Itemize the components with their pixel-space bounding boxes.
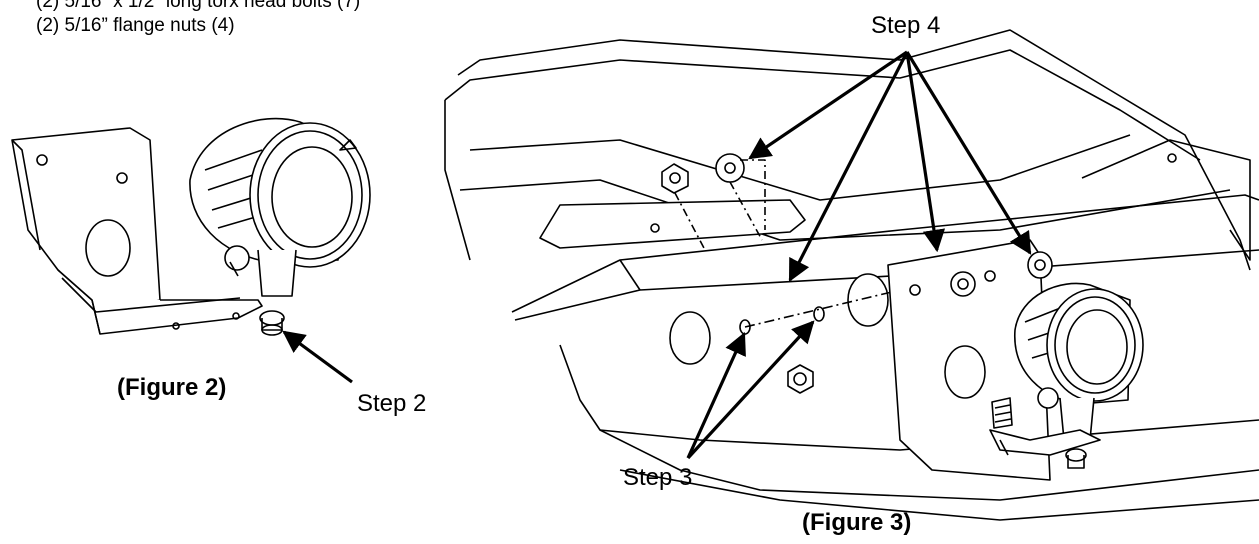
parts-list-item: (2) 5/16” flange nuts (4) — [36, 15, 235, 36]
step3-label: Step 3 — [623, 464, 693, 491]
leader-arrows — [282, 50, 1032, 460]
figure3-bumper-drawing — [444, 29, 1259, 521]
step2-label: Step 2 — [357, 390, 427, 417]
figure2-caption: (Figure 2) — [117, 374, 227, 401]
arrow-step3-a — [686, 331, 746, 459]
arrow-step3-b — [686, 320, 815, 460]
arrow-step4-b — [788, 51, 909, 282]
figure2-bracket-drawing — [11, 117, 371, 336]
arrow-step4-a — [748, 50, 908, 160]
arrow-step4-d — [905, 51, 1032, 255]
step4-label: Step 4 — [871, 12, 941, 39]
figure3-caption: (Figure 3) — [802, 509, 912, 536]
arrow-step4-c — [905, 51, 946, 253]
arrow-step2 — [282, 330, 353, 384]
parts-list: (2) 5/16” x 1/2” long torx head bolts (7… — [36, 0, 360, 38]
parts-list-item: (2) 5/16” x 1/2” long torx head bolts (7… — [36, 0, 361, 12]
